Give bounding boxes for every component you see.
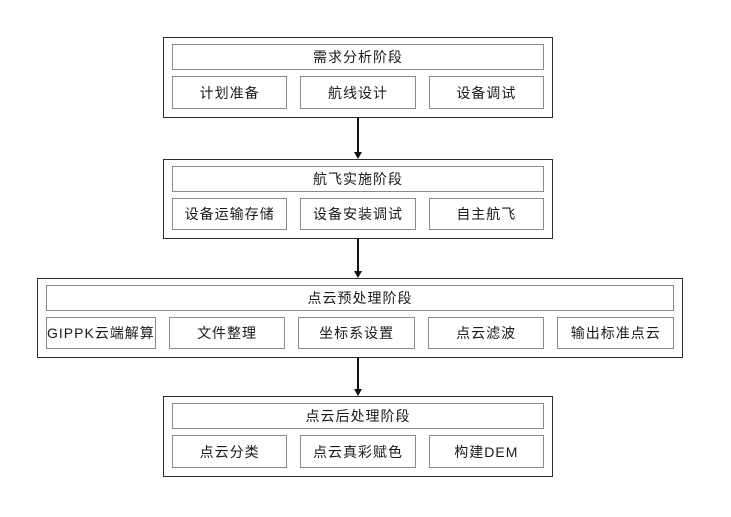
down-arrow xyxy=(354,358,362,396)
step-box: 文件整理 xyxy=(168,317,286,349)
down-arrow xyxy=(354,239,362,278)
stage-requirements-analysis: 需求分析阶段 计划准备 航线设计 设备调试 xyxy=(163,37,553,118)
stage-pointcloud-preprocessing: 点云预处理阶段 GIPPK云端解算 文件整理 坐标系设置 点云滤波 输出标准点云 xyxy=(37,278,683,358)
stage-steps-row: GIPPK云端解算 文件整理 坐标系设置 点云滤波 输出标准点云 xyxy=(46,317,674,349)
stage-title: 航飞实施阶段 xyxy=(172,166,544,192)
step-box: 设备安装调试 xyxy=(300,198,416,230)
stage-pointcloud-postprocessing: 点云后处理阶段 点云分类 点云真彩赋色 构建DEM xyxy=(163,396,553,477)
step-box: GIPPK云端解算 xyxy=(46,317,156,349)
step-box: 点云分类 xyxy=(172,435,288,468)
stage-title: 需求分析阶段 xyxy=(172,44,544,70)
step-box: 设备调试 xyxy=(428,76,544,109)
step-box: 构建DEM xyxy=(428,435,544,468)
stage-flight-implementation: 航飞实施阶段 设备运输存储 设备安装调试 自主航飞 xyxy=(163,159,553,239)
step-box: 点云真彩赋色 xyxy=(300,435,416,468)
step-box: 计划准备 xyxy=(172,76,288,109)
step-box: 坐标系设置 xyxy=(298,317,415,349)
step-box: 自主航飞 xyxy=(428,198,544,230)
stage-steps-row: 计划准备 航线设计 设备调试 xyxy=(172,76,544,109)
stage-steps-row: 点云分类 点云真彩赋色 构建DEM xyxy=(172,435,544,468)
stage-steps-row: 设备运输存储 设备安装调试 自主航飞 xyxy=(172,198,544,230)
down-arrow xyxy=(354,118,362,159)
step-box: 设备运输存储 xyxy=(172,198,288,230)
step-box: 航线设计 xyxy=(300,76,416,109)
step-box: 输出标准点云 xyxy=(557,317,674,349)
stage-title: 点云后处理阶段 xyxy=(172,403,544,429)
step-box: 点云滤波 xyxy=(427,317,545,349)
stage-title: 点云预处理阶段 xyxy=(46,285,674,311)
